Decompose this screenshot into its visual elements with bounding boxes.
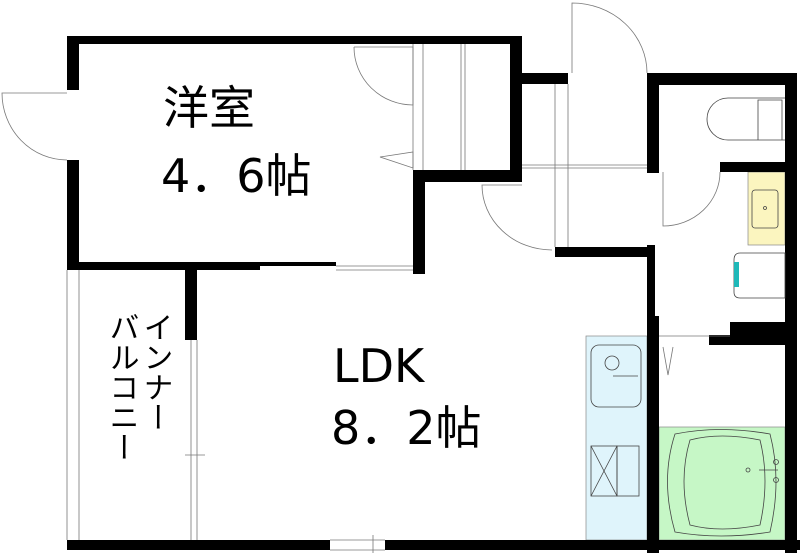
western-room-name: 洋室 bbox=[163, 81, 255, 135]
kitchen-counter bbox=[585, 335, 648, 541]
washing-machine-icon bbox=[733, 252, 786, 299]
toilet-icon bbox=[706, 97, 785, 141]
door-swing-washroom bbox=[662, 171, 721, 227]
walls bbox=[67, 36, 800, 553]
bathtub-area bbox=[658, 426, 786, 541]
ldk-name: LDK bbox=[333, 339, 425, 393]
door-swing-bath bbox=[662, 346, 674, 376]
fixture-fills bbox=[585, 171, 786, 541]
balcony-label-line1: インナー bbox=[137, 312, 173, 432]
ldk-size: 8．2帖 bbox=[331, 401, 482, 455]
door-swing-western-room bbox=[1, 92, 68, 161]
door-swing-entrance bbox=[571, 2, 648, 74]
door-swing-hall bbox=[481, 184, 553, 251]
balcony-label-line2: バルコニー bbox=[103, 312, 139, 462]
bathtub-icon bbox=[667, 429, 777, 537]
kitchen-sink-icon bbox=[590, 344, 642, 408]
western-room-size: 4．6帖 bbox=[161, 149, 312, 203]
washbasin-icon bbox=[751, 189, 779, 229]
thin-lines bbox=[1, 2, 730, 553]
door-swing-closet bbox=[353, 46, 414, 106]
fixtures bbox=[590, 97, 786, 537]
